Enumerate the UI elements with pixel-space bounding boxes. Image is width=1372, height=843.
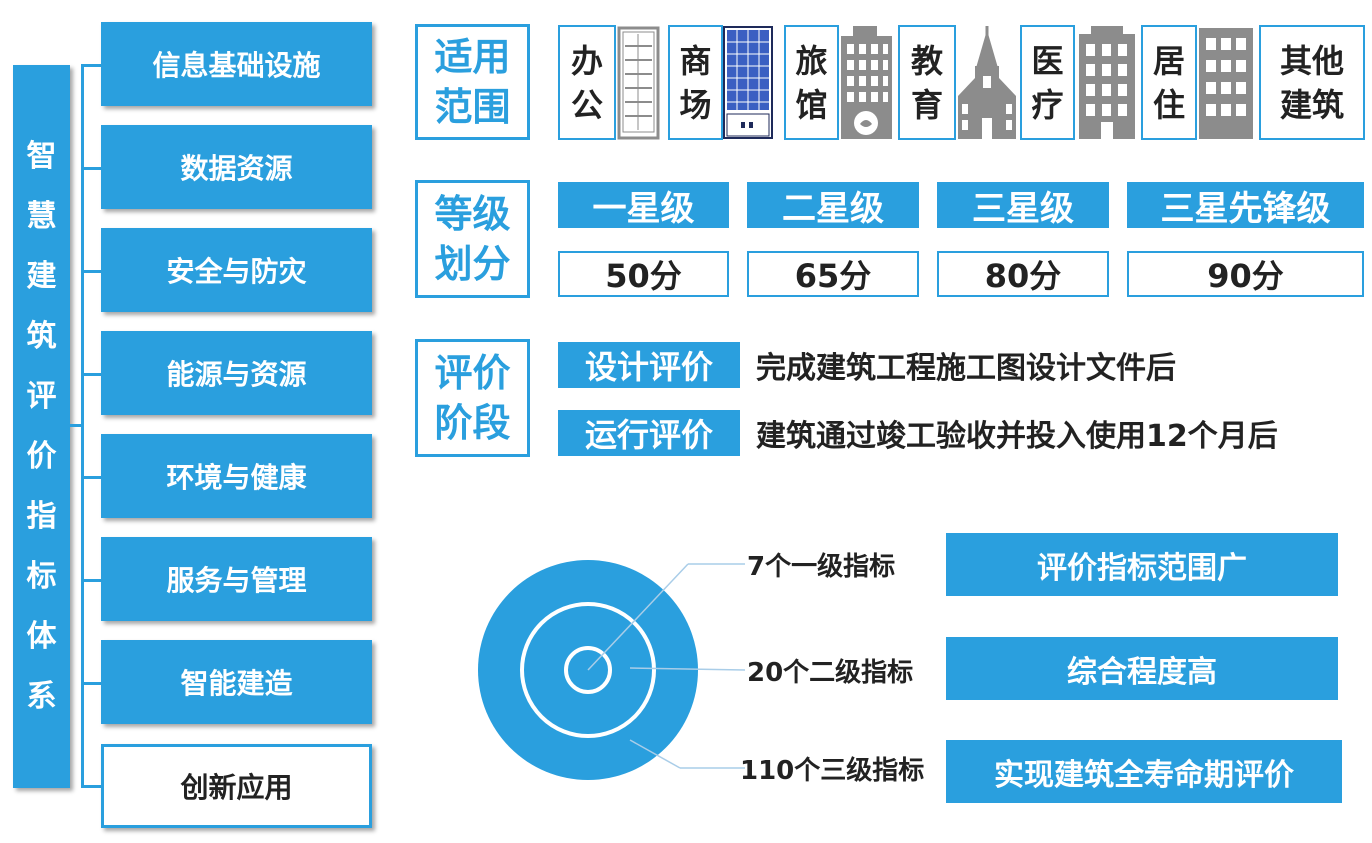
- system-title-char: 指: [26, 498, 57, 534]
- stage-label-line: 评价: [434, 351, 511, 395]
- system-title-bar: 智 慧 建 筑 评 价 指 标 体 系: [13, 65, 70, 788]
- indicator-feature-1: 评价指标范围广: [946, 533, 1338, 596]
- scope-label: 适用 范围: [415, 24, 530, 140]
- scope-type-hotel: 旅 馆: [784, 25, 839, 140]
- system-title-char: 筑: [26, 318, 57, 354]
- category-box: 服务与管理: [101, 537, 372, 621]
- scope-type-medical: 医 疗: [1020, 25, 1075, 140]
- grade-name: 三星级: [937, 182, 1109, 229]
- grade-name: 三星先锋级: [1127, 182, 1364, 229]
- category-box: 能源与资源: [101, 331, 372, 415]
- scope-type-char: 育: [910, 85, 943, 124]
- tree-branch: [81, 682, 101, 685]
- tree-connector-vertical: [81, 64, 84, 788]
- scope-label-line: 范围: [434, 85, 511, 129]
- grade-name: 一星级: [558, 182, 729, 229]
- indicator-level-2: 20个二级指标: [747, 657, 914, 688]
- stage-name-design: 设计评价: [558, 342, 740, 388]
- tree-branch: [81, 785, 101, 788]
- inner-ring: [564, 646, 612, 694]
- school-icon: [958, 26, 1016, 139]
- system-title-char: 标: [26, 558, 57, 594]
- residential-icon: [1199, 28, 1253, 139]
- scope-label-line: 适用: [434, 35, 511, 79]
- tree-branch: [81, 270, 101, 273]
- grading-label: 等级 划分: [415, 180, 530, 298]
- scope-type-residential: 居 住: [1141, 25, 1197, 140]
- grade-score: 50分: [558, 251, 729, 297]
- indicator-level-1: 7个一级指标: [747, 551, 896, 582]
- scope-type-char: 医: [1031, 41, 1064, 80]
- scope-type-char: 馆: [795, 85, 828, 124]
- scope-type-mall: 商 场: [668, 25, 723, 140]
- tree-branch: [81, 373, 101, 376]
- system-title-char: 价: [26, 438, 57, 474]
- category-box: 数据资源: [101, 125, 372, 209]
- system-title-char: 系: [26, 678, 57, 714]
- stage-label: 评价 阶段: [415, 339, 530, 457]
- system-title-char: 体: [26, 618, 57, 654]
- tree-branch: [81, 167, 101, 170]
- category-box: 智能建造: [101, 640, 372, 724]
- scope-type-char: 住: [1152, 85, 1185, 124]
- stage-name-operation: 运行评价: [558, 410, 740, 456]
- grade-score: 65分: [747, 251, 919, 297]
- scope-type-char: 公: [570, 85, 603, 124]
- category-box-innovation: 创新应用: [101, 744, 372, 828]
- scope-type-line: 建筑: [1279, 85, 1344, 124]
- grade-score: 90分: [1127, 251, 1364, 297]
- system-title-char: 建: [26, 258, 57, 294]
- leader-line: [629, 667, 746, 671]
- leader-line: [587, 563, 689, 671]
- grading-label-line: 等级: [434, 192, 511, 236]
- middle-ring: [520, 602, 656, 738]
- scope-type-line: 其他: [1279, 41, 1344, 80]
- stage-desc-design: 完成建筑工程施工图设计文件后: [756, 351, 1176, 386]
- tree-branch: [81, 579, 101, 582]
- grade-score: 80分: [937, 251, 1109, 297]
- stage-label-line: 阶段: [434, 401, 511, 445]
- system-title-char: 评: [26, 378, 57, 414]
- scope-type-char: 旅: [795, 41, 828, 80]
- scope-type-char: 办: [570, 41, 603, 80]
- category-box: 环境与健康: [101, 434, 372, 518]
- indicator-feature-2: 综合程度高: [946, 637, 1338, 700]
- tree-branch: [81, 476, 101, 479]
- indicator-feature-3: 实现建筑全寿命期评价: [946, 740, 1342, 803]
- scope-type-char: 教: [910, 41, 943, 80]
- system-title-char: 慧: [26, 198, 57, 234]
- scope-type-char: 居: [1152, 41, 1185, 80]
- scope-type-other: 其他 建筑: [1259, 25, 1365, 140]
- tree-branch: [81, 64, 101, 67]
- hotel-icon: [841, 26, 892, 139]
- indicator-rings-diagram: [478, 560, 746, 780]
- system-title-char: 智: [26, 138, 57, 174]
- scope-type-char: 场: [679, 85, 712, 124]
- indicator-level-3: 110个三级指标: [740, 755, 925, 786]
- glass-building-icon: [723, 26, 773, 139]
- grading-label-line: 划分: [434, 242, 511, 286]
- office-tower-icon: [617, 26, 660, 140]
- stage-desc-operation: 建筑通过竣工验收并投入使用12个月后: [756, 419, 1278, 454]
- scope-type-char: 疗: [1031, 85, 1064, 124]
- scope-type-office: 办 公: [558, 25, 616, 140]
- scope-type-education: 教 育: [898, 25, 956, 140]
- leader-line: [629, 739, 681, 769]
- scope-type-char: 商: [679, 41, 712, 80]
- category-box: 信息基础设施: [101, 22, 372, 106]
- grade-name: 二星级: [747, 182, 919, 229]
- hospital-icon: [1079, 26, 1135, 139]
- category-box: 安全与防灾: [101, 228, 372, 312]
- tree-connector-horizontal: [70, 424, 82, 427]
